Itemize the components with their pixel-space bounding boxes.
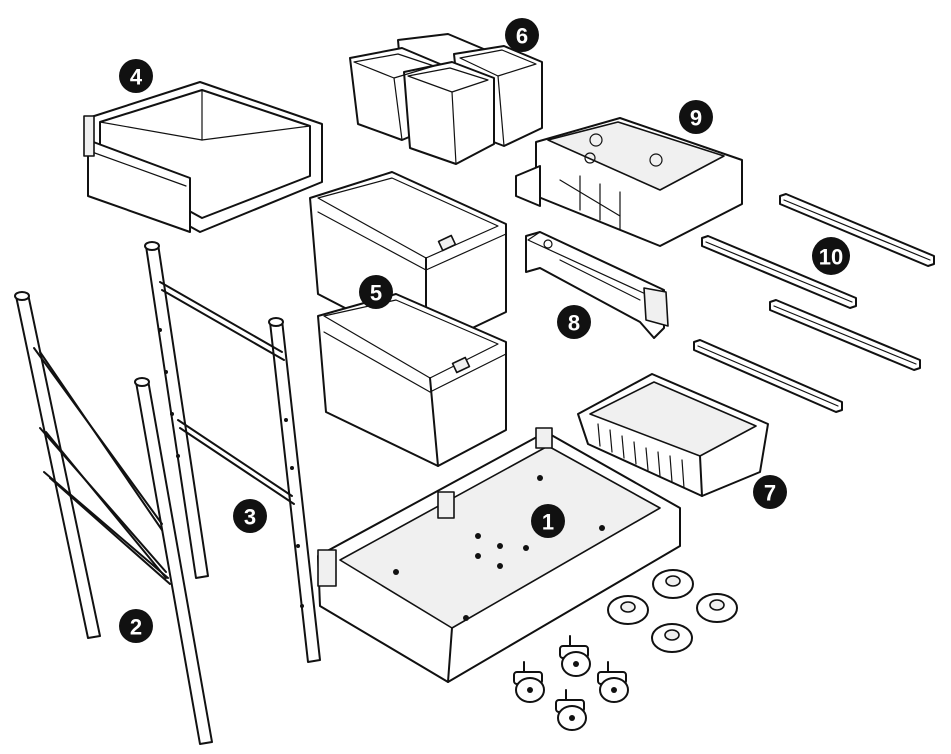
caster — [597, 661, 629, 703]
part-8-front-panel — [525, 231, 669, 339]
callout-6: 6 — [505, 18, 539, 52]
callout-5: 5 — [359, 275, 393, 309]
pad — [696, 593, 738, 623]
callout-8: 8 — [557, 305, 591, 339]
callout-2-label: 2 — [130, 615, 142, 640]
callout-1-label: 1 — [542, 510, 554, 535]
part-2-left-frame — [14, 291, 213, 745]
pad — [651, 623, 693, 653]
pad — [607, 595, 649, 625]
callout-9: 9 — [679, 100, 713, 134]
callout-10-label: 10 — [819, 245, 843, 270]
part-6-bins — [349, 33, 543, 165]
pad — [652, 569, 694, 599]
callout-5-label: 5 — [370, 281, 382, 306]
callout-8-label: 8 — [568, 311, 580, 336]
foot-pads — [607, 569, 738, 653]
caster — [559, 635, 591, 677]
callout-7-label: 7 — [764, 481, 776, 506]
part-1-base — [317, 427, 681, 683]
part-9-tray — [515, 117, 743, 247]
part-4-drawer — [83, 81, 323, 233]
callout-3: 3 — [233, 499, 267, 533]
part-7-basket — [577, 373, 769, 497]
caster — [555, 689, 587, 731]
part-10-rails — [693, 193, 935, 413]
callout-4: 4 — [119, 59, 153, 93]
caster — [513, 661, 545, 703]
part-5-boxes — [309, 171, 507, 467]
callout-3-label: 3 — [244, 505, 256, 530]
casters — [513, 635, 629, 731]
callout-4-label: 4 — [130, 65, 143, 90]
callout-7: 7 — [753, 475, 787, 509]
callout-1: 1 — [531, 504, 565, 538]
callout-2: 2 — [119, 609, 153, 643]
callout-10: 10 — [812, 237, 850, 275]
callout-9-label: 9 — [690, 106, 702, 131]
part-3-right-frame — [144, 241, 321, 663]
callout-6-label: 6 — [516, 24, 528, 49]
